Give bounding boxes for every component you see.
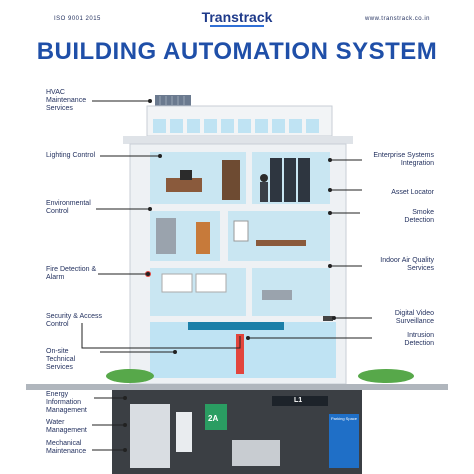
level-sign xyxy=(272,396,328,406)
label-water-management: Water Management xyxy=(46,419,87,434)
label-fire-detection: Fire Detection & Alarm xyxy=(46,266,97,281)
ground-line xyxy=(26,384,448,390)
label-enterprise-systems: Enterprise Systems Integration xyxy=(373,152,434,167)
label-environmental-control: Environmental Control xyxy=(46,200,91,215)
label-digital-video: Digital Video Surveillance xyxy=(394,310,434,325)
parking-board xyxy=(329,414,359,468)
label-security-access: Security & Access Control xyxy=(46,313,103,328)
iso-certificate: ISO 9001 2015 xyxy=(54,16,101,22)
label-energy-information: Energy Information Management xyxy=(46,391,87,414)
label-indoor-air-quality: Indoor Air Quality Services xyxy=(380,257,434,272)
label-lighting-control: Lighting Control xyxy=(46,152,96,159)
website-link[interactable]: www.transtrack.co.in xyxy=(364,16,430,22)
label-mechanical-maintenance: Mechanical Maintenance xyxy=(46,440,87,455)
cornice xyxy=(123,136,353,144)
access-gate xyxy=(236,334,244,374)
floor-sign xyxy=(205,404,227,430)
label-onsite-technical: On-site Technical Services xyxy=(46,348,76,371)
parking-board-label: Parking Space xyxy=(331,416,358,421)
label-intrusion-detection: Intrusion Detection xyxy=(404,332,434,347)
brand-logo: Transtrack xyxy=(201,9,273,25)
bush-right xyxy=(358,369,414,383)
bush-left xyxy=(106,369,154,383)
label-asset-locator: Asset Locator xyxy=(391,189,434,196)
label-hvac-maintenance: HVAC Maintenance Services xyxy=(46,89,87,112)
top-windows xyxy=(153,119,319,133)
label-smoke-detection: Smoke Detection xyxy=(404,209,434,224)
page-title: BUILDING AUTOMATION SYSTEM xyxy=(36,38,438,65)
level-tag: L1 xyxy=(294,397,303,404)
hvac-unit xyxy=(155,95,191,106)
brand-underline xyxy=(210,25,264,27)
floor-tag: 2A xyxy=(208,414,219,423)
parked-car xyxy=(232,440,280,466)
camera-icon xyxy=(323,316,333,321)
